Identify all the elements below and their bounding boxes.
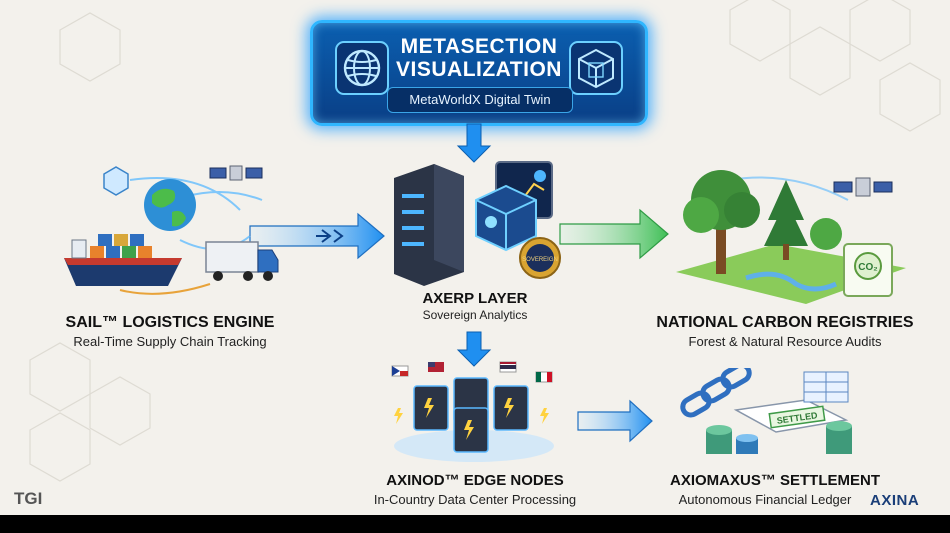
- cube-icon: [475, 184, 537, 252]
- coin-stack-icon: [706, 421, 852, 454]
- arrow-banner-to-axerp: [456, 123, 492, 163]
- flag-icon: [391, 365, 409, 377]
- flag-icon: [535, 371, 553, 383]
- bottom-bar: [0, 515, 950, 533]
- logistics-title: SAIL™ LOGISTICS ENGINE: [65, 314, 275, 331]
- ledger-icon: SETTLED: [733, 371, 849, 433]
- chain-icon: [680, 368, 752, 418]
- flag-icon: [428, 362, 444, 372]
- settlement-illustration: SETTLED: [680, 368, 852, 454]
- globe-icon: [144, 179, 196, 231]
- arrow-axerp-to-axinod: [456, 331, 492, 367]
- arrow-axerp-to-carbon: [559, 208, 669, 260]
- logistics-illustration: [64, 165, 279, 295]
- cargo-ship-icon: [64, 234, 182, 286]
- globe-icon: [335, 41, 389, 95]
- axinod-illustration: [391, 361, 554, 462]
- co2-text: CO₂: [858, 262, 877, 273]
- cube-icon: [569, 41, 623, 95]
- axerp-illustration: SOVEREIGN: [394, 161, 561, 286]
- axerp-subtitle: Sovereign Analytics: [422, 308, 528, 322]
- banner-title: METASECTION VISUALIZATION: [396, 35, 562, 81]
- carbon-title: NATIONAL CARBON REGISTRIES: [656, 314, 914, 331]
- badge-text: SOVEREIGN: [522, 257, 558, 263]
- settlement-title: AXIOMAXUS™ SETTLEMENT: [669, 472, 880, 489]
- carbon-illustration: CO₂: [676, 170, 906, 304]
- settlement-subtitle: Autonomous Financial Ledger: [678, 492, 852, 507]
- axinod-subtitle: In-Country Data Center Processing: [373, 492, 577, 507]
- shield-badge-icon: SOVEREIGN: [519, 237, 561, 279]
- logistics-subtitle: Real-Time Supply Chain Tracking: [73, 334, 267, 349]
- banner-subtitle: MetaWorldX Digital Twin: [387, 87, 573, 113]
- arrow-axinod-to-settlement: [577, 399, 653, 443]
- flag-icon: [499, 361, 517, 373]
- satellite-icon: [209, 165, 263, 181]
- server-icon: [394, 377, 549, 453]
- tgi-logo: TGI: [14, 489, 43, 508]
- axinod-title: AXINOD™ EDGE NODES: [386, 472, 564, 489]
- axerp-title: AXERP LAYER: [422, 290, 528, 307]
- truck-icon: [205, 241, 279, 281]
- axina-logo: AXINA: [870, 492, 920, 509]
- server-icon: [394, 164, 464, 286]
- co2-certificate-icon: CO₂: [843, 243, 893, 297]
- satellite-icon: [833, 177, 893, 197]
- cube-icon: [103, 166, 129, 196]
- carbon-subtitle: Forest & Natural Resource Audits: [688, 334, 882, 349]
